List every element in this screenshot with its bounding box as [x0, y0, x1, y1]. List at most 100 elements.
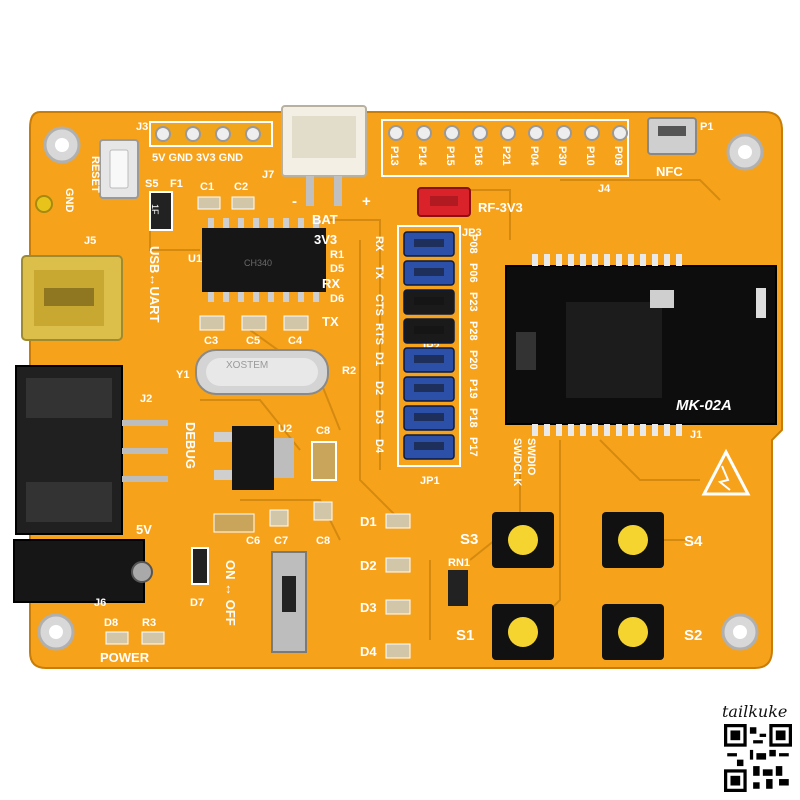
label-rn1: RN1 [448, 557, 470, 569]
smd-caps-top [197, 196, 255, 210]
label-j4: J4 [598, 183, 611, 195]
label-r3: R3 [142, 617, 156, 629]
button-s4 [602, 512, 664, 568]
jumper-left-label: D3 [373, 410, 385, 424]
top-header-pin [584, 125, 600, 141]
module-pad [556, 254, 562, 266]
jumper-right-label: P06 [467, 263, 479, 283]
label-c7: C7 [274, 535, 288, 547]
qr-code-icon [724, 724, 792, 792]
fuse-f1 [149, 191, 173, 231]
mk02a-module [505, 265, 777, 425]
label-jp3: JP3 [462, 227, 482, 239]
label-d5: D5 [330, 263, 344, 275]
module-pad [532, 254, 538, 266]
label-s5: S5 [145, 178, 158, 190]
leds-d1-d4 [385, 513, 411, 659]
resistor-network-rn1 [448, 570, 468, 606]
label-power: POWER [100, 650, 150, 665]
top-header-pin [500, 125, 516, 141]
label-c3: C3 [204, 335, 218, 347]
label-j5: J5 [84, 235, 96, 247]
label-c1: C1 [200, 181, 214, 193]
module-pad [568, 424, 574, 436]
label-r2: R2 [342, 365, 356, 377]
label-j6: J6 [94, 597, 106, 609]
jumper-right-label: P18 [467, 408, 479, 428]
label-tx: TX [322, 314, 339, 329]
label-d6: D6 [330, 293, 344, 305]
label-reset: RESET [89, 156, 101, 193]
module-pads-top [532, 254, 682, 266]
module-pad [652, 254, 658, 266]
module-pad [616, 424, 622, 436]
jumper-left-label: D4 [373, 439, 385, 454]
label-c4: C4 [288, 335, 303, 347]
label-d4: D4 [360, 644, 377, 659]
watermark-text: tailkuke [722, 702, 788, 721]
label-module-name: MK-02A [676, 397, 732, 414]
label-j7: J7 [262, 169, 274, 181]
jumper-cap-slot [414, 297, 444, 305]
jumper-right-label: P23 [467, 292, 479, 312]
smd-caps-mid [199, 315, 309, 331]
esd-warning-icon [701, 448, 751, 496]
label-swdclk: SWDCLK [511, 438, 523, 486]
chip-u1 [202, 218, 326, 302]
label-fuse-mark: 1F [150, 204, 160, 215]
module-pad [532, 424, 538, 436]
label-bat-plus: + [362, 193, 371, 210]
label-p1: P1 [700, 121, 713, 133]
label-bat-minus: - [292, 193, 297, 210]
module-pad [676, 424, 682, 436]
power-switch [271, 551, 307, 653]
j3-header [149, 121, 273, 147]
module-pad [592, 254, 598, 266]
top-header-pin-label: P16 [472, 146, 484, 166]
module-pad [580, 424, 586, 436]
label-u2: U2 [278, 423, 292, 435]
jumper-cap-slot [414, 355, 444, 363]
label-y1: Y1 [176, 369, 189, 381]
jumper-left-label: CTS [373, 294, 385, 316]
jumper-right-label: P17 [467, 437, 479, 457]
jumper-right-label: P28 [467, 321, 479, 341]
label-crystal-mark: XOSTEM [226, 360, 268, 371]
label-c2: C2 [234, 181, 248, 193]
nfc-micro-usb [647, 117, 697, 155]
jumper-cap-slot [414, 413, 444, 421]
label-u1: U1 [188, 253, 202, 265]
label-j2: J2 [140, 393, 152, 405]
module-pad [604, 424, 610, 436]
label-s1: S1 [456, 627, 474, 644]
red-jumper [417, 187, 471, 217]
module-pad [652, 424, 658, 436]
dc-jack-j6 [13, 539, 153, 603]
top-header-pin [612, 125, 628, 141]
smd-caps-low [213, 501, 333, 533]
crystal-y1 [195, 349, 329, 395]
module-pad [676, 254, 682, 266]
top-header-pin-label: P15 [444, 146, 456, 166]
module-pad [664, 254, 670, 266]
mini-usb-port [21, 255, 123, 341]
label-c5: C5 [246, 335, 260, 347]
module-pad [616, 254, 622, 266]
label-chip-mark: CH340 [244, 258, 272, 268]
module-pad [556, 424, 562, 436]
label-j3: J3 [136, 121, 148, 133]
regulator-u2 [214, 426, 294, 490]
label-f1: F1 [170, 178, 183, 190]
module-pad [592, 424, 598, 436]
label-rx: RX [322, 276, 340, 291]
bat-connector [281, 105, 367, 206]
top-header-pin-label: P09 [612, 146, 624, 166]
top-header-pin [444, 125, 460, 141]
module-pad [604, 254, 610, 266]
label-on-off: ON ↔ OFF [223, 560, 238, 626]
module-pad [544, 424, 550, 436]
debug-connector-j2 [15, 365, 168, 535]
diode-d7 [191, 547, 209, 585]
